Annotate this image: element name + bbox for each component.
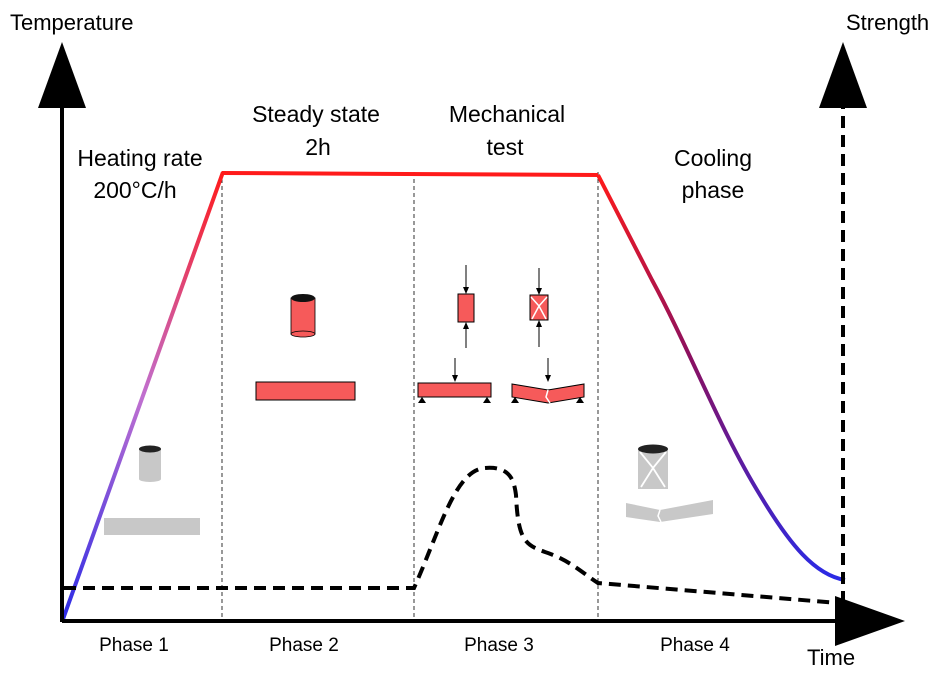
y-axis-label-strength: Strength [846, 10, 929, 35]
phase4-specimens [626, 444, 713, 523]
y-axis-right-arrowhead [819, 42, 867, 108]
beam-specimen-fractured-cold [626, 500, 713, 522]
flexural-test-fractured [511, 358, 585, 404]
steady-plateau [221, 171, 599, 177]
cylinder-specimen-hot [290, 294, 316, 338]
phase-label-3: Phase 3 [464, 635, 534, 656]
compression-test-fractured [529, 268, 549, 347]
cooling-title-line2: phase [682, 177, 745, 203]
phase-label-2: Phase 2 [269, 635, 339, 656]
heating-title-line1: Heating rate [77, 145, 202, 171]
beam-specimen-cold [104, 518, 200, 535]
heating-ramp [60, 171, 225, 623]
y-axis-label-temperature: Temperature [10, 10, 134, 35]
mechanical-title-line2: test [486, 134, 524, 160]
temperature-curve [60, 171, 846, 623]
steady-title-line2: 2h [305, 134, 331, 160]
steady-title-line1: Steady state [252, 101, 380, 127]
y-axis-arrowhead [38, 42, 86, 108]
cylinder-specimen-cold [139, 445, 161, 482]
beam-specimen-hot [255, 381, 356, 401]
heating-title-line2: 200°C/h [93, 177, 176, 203]
cooling-curve [596, 174, 846, 582]
phase-dividers [221, 172, 599, 620]
cooling-title-line1: Cooling [674, 145, 752, 171]
mechanical-title-line1: Mechanical [449, 101, 565, 127]
phase3-specimens [417, 265, 585, 404]
phase-label-1: Phase 1 [99, 635, 169, 656]
compression-test-intact [457, 265, 475, 348]
flexural-test-intact [417, 358, 492, 403]
x-axis-label-time: Time [807, 645, 855, 670]
x-axis-arrowhead [835, 596, 905, 646]
cylinder-specimen-fractured-cold [638, 444, 668, 489]
phase-label-4: Phase 4 [660, 635, 730, 656]
phase1-specimens [104, 445, 200, 535]
strength-line [64, 465, 839, 605]
axes [38, 42, 905, 646]
phase2-specimens [255, 294, 356, 401]
strength-curve [64, 100, 845, 605]
